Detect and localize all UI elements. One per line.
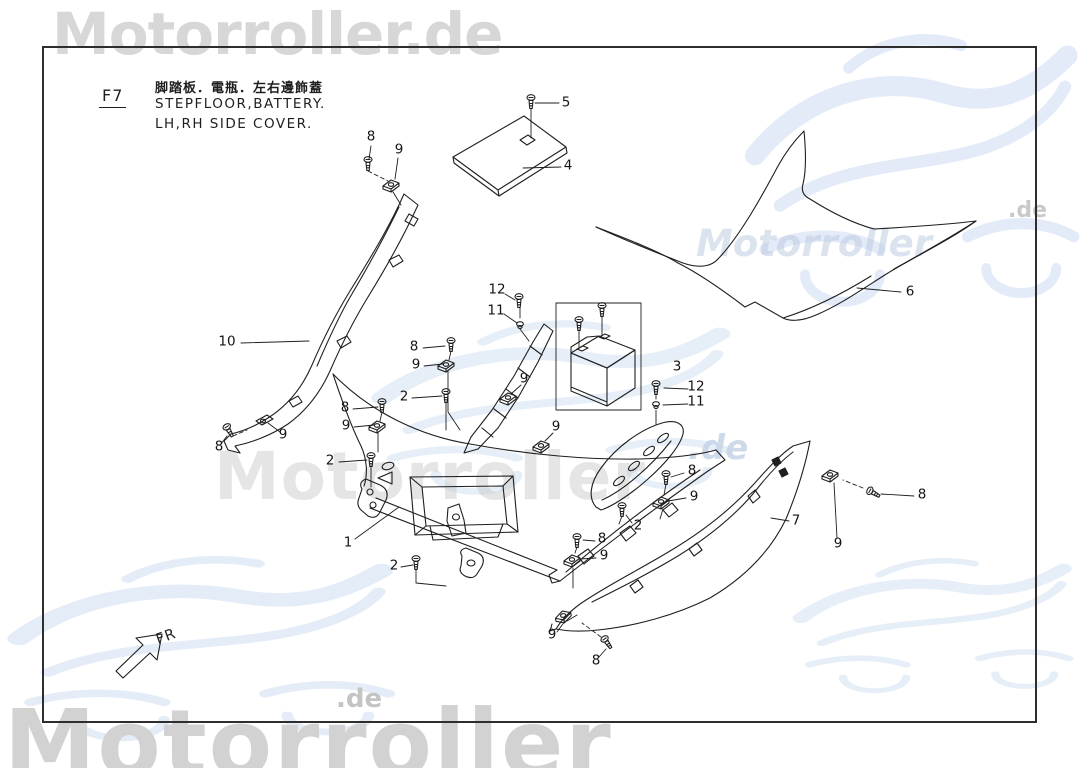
screw-fasteners [221, 94, 882, 651]
callout-10: 10 [218, 333, 236, 350]
callout-12: 12 [488, 281, 506, 298]
callout-9: 9 [833, 535, 843, 552]
figure-title-chinese: 脚踏板．電瓶．左右邊飾蓋 [155, 81, 324, 96]
figure-code: F7 [99, 86, 127, 108]
callout-8: 8 [340, 399, 350, 416]
part-10-left-side-cover [224, 194, 418, 453]
part-4-battery-lid [453, 116, 567, 196]
callout-9: 9 [547, 626, 557, 643]
callout-4: 4 [563, 157, 573, 174]
callout-1: 1 [343, 534, 353, 551]
callout-9: 9 [599, 547, 609, 564]
callout-8: 8 [409, 338, 419, 355]
callout-8: 8 [917, 486, 927, 503]
callout-2: 2 [325, 452, 335, 469]
callout-9: 9 [341, 417, 351, 434]
callout-9: 9 [278, 426, 288, 443]
callout-12: 12 [687, 378, 705, 395]
part-7-right-side-cover [550, 441, 810, 631]
callout-8: 8 [591, 652, 601, 669]
callout-2: 2 [633, 517, 643, 534]
callout-11: 11 [687, 393, 705, 410]
callout-11: 11 [487, 302, 505, 319]
front-direction-arrow [116, 634, 162, 678]
callout-8: 8 [214, 438, 224, 455]
callout-2: 2 [389, 557, 399, 574]
part-3-battery [556, 303, 641, 410]
part-6-rear-cover [596, 131, 976, 320]
callout-8: 8 [597, 530, 607, 547]
callout-3: 3 [672, 358, 682, 375]
rear-ribbed-panel [591, 422, 683, 510]
callout-9: 9 [551, 418, 561, 435]
callout-2: 2 [399, 388, 409, 405]
callout-8: 8 [366, 128, 376, 145]
callout-9: 9 [519, 370, 529, 387]
figure-title-line2: LH,RH SIDE COVER. [155, 116, 313, 132]
callout-9: 9 [394, 141, 404, 158]
callout-7: 7 [791, 512, 801, 529]
part-1-stepfloor [333, 374, 725, 583]
callout-6: 6 [905, 283, 915, 300]
figure-title-line1: STEPFLOOR,BATTERY. [155, 96, 326, 112]
center-ribbed-panel [464, 324, 553, 453]
callout-8: 8 [687, 462, 697, 479]
callout-9: 9 [411, 356, 421, 373]
callout-9: 9 [689, 488, 699, 505]
diagram-frame [42, 46, 1037, 723]
callout-5: 5 [561, 94, 571, 111]
